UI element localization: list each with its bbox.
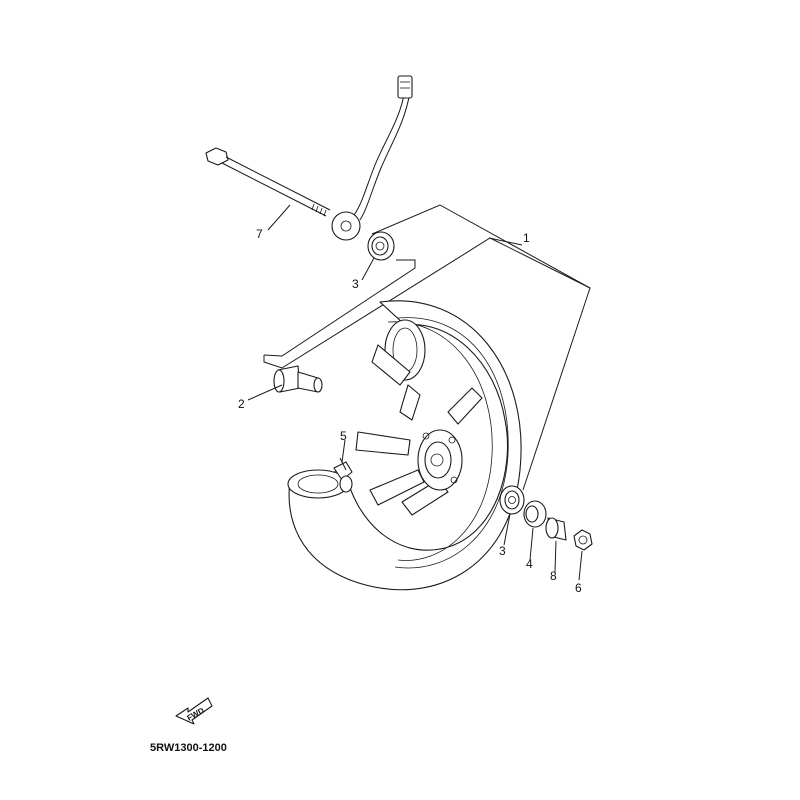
speedometer-cable <box>331 75 413 241</box>
callout-4: 4 <box>526 557 533 571</box>
bearing-lower <box>499 485 525 515</box>
callout-3-lower: 3 <box>499 544 506 558</box>
callout-2: 2 <box>238 397 245 411</box>
oil-seal <box>523 500 547 528</box>
callout-5: 5 <box>340 429 347 443</box>
callout-3-upper: 3 <box>352 277 359 291</box>
leader-lines <box>247 204 583 581</box>
callout-7: 7 <box>256 227 263 241</box>
assembly-bracket-lines <box>263 204 591 491</box>
fwd-arrow-icon: FWD <box>175 697 213 725</box>
axle-nut <box>573 529 593 551</box>
valve-bolt <box>333 457 353 493</box>
bearing-upper <box>367 231 395 261</box>
drawing-code: 5RW1300-1200 <box>150 742 227 754</box>
axle-collar <box>273 365 323 393</box>
axle-bolt <box>205 147 331 217</box>
callout-6: 6 <box>575 581 582 595</box>
spacer-sleeve <box>545 517 567 541</box>
callout-1: 1 <box>523 231 530 245</box>
front-wheel <box>287 300 522 591</box>
callout-8: 8 <box>550 569 557 583</box>
